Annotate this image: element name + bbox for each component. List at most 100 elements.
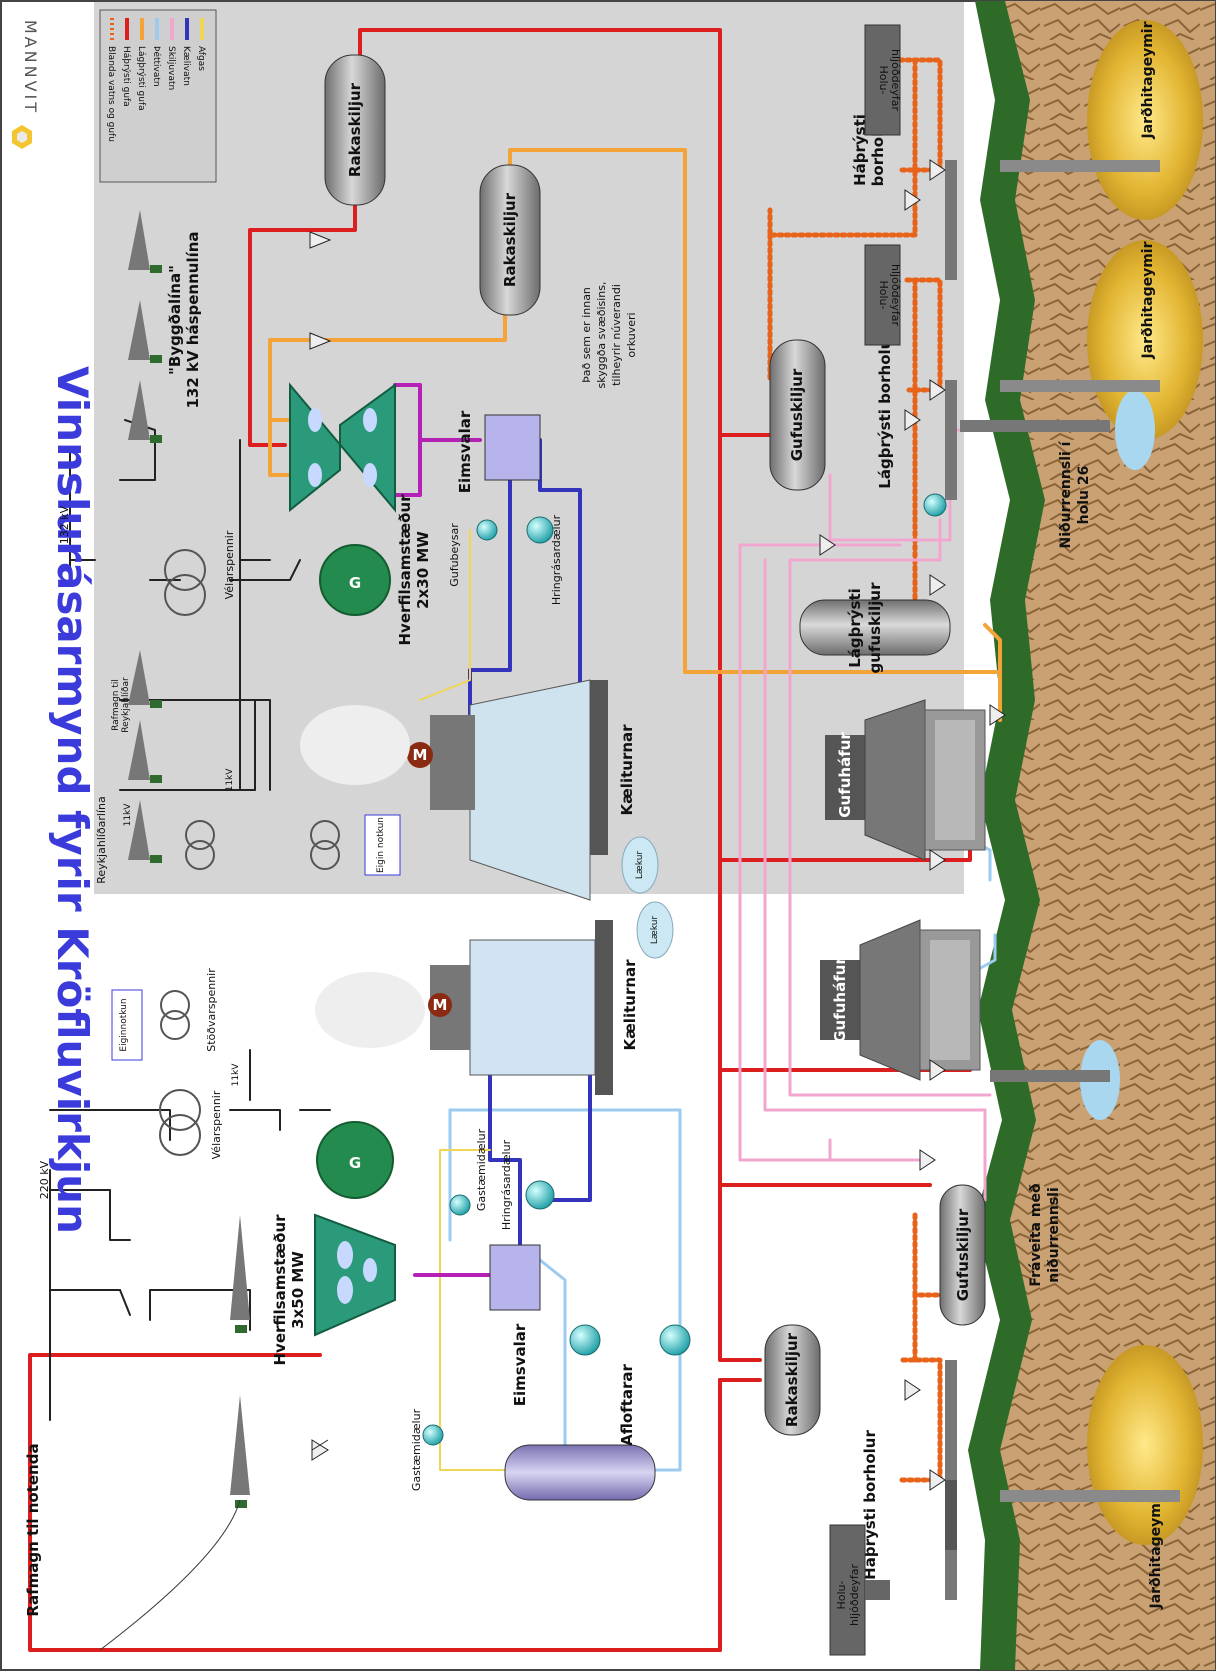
- silencer-label-1: Holu-: [835, 1580, 848, 1609]
- reservoir-label: Jarðhitageymir: [1140, 21, 1156, 139]
- turbine-a-name: Hverfilsamstæður: [271, 1214, 289, 1366]
- tower-icon: [128, 800, 162, 863]
- creek-b: Lækur: [621, 836, 659, 894]
- transformer-icon: [310, 840, 340, 870]
- moisture-sep-c: [764, 1324, 821, 1436]
- own-use-label: Eiginnotkun: [119, 998, 129, 1051]
- lp-separator-icon: [799, 599, 951, 656]
- cooling-basin: [590, 680, 608, 855]
- steam-ejector-icon: [476, 519, 498, 541]
- cooling-tower-a-icon: [469, 939, 596, 1076]
- legend-label: Háþrýsti gufa: [121, 46, 131, 107]
- vapour-plume: [315, 972, 425, 1048]
- valve-icon: [904, 409, 921, 431]
- mannvit-logo-icon: [12, 125, 32, 149]
- creek-a: Lækur: [636, 901, 674, 959]
- well-casing: [1000, 160, 1160, 172]
- generator-a-icon: [316, 1121, 394, 1199]
- steam-exhaust-b-icon: [864, 699, 926, 861]
- logo: MANNVIT: [12, 20, 40, 149]
- condenser-b-label: Eimsvalar: [456, 410, 474, 493]
- motor-icon: [407, 742, 433, 768]
- gas-pump-a1-label: Gastæmidælur: [475, 1128, 488, 1211]
- transformer-icon: [159, 1089, 201, 1131]
- valve-icon: [929, 1469, 946, 1491]
- steam-exhaust-a-label: Gufuháfur: [831, 957, 849, 1043]
- turbine-a: [314, 1213, 396, 1337]
- wellhead-pipe: [945, 380, 957, 500]
- lp-steam-pipes: [268, 148, 1002, 722]
- well-casing: [1000, 380, 1160, 392]
- reinjection-pipe: [990, 1070, 1110, 1082]
- wellhead-silencer-icon: [864, 24, 901, 136]
- note-line-1: Það sem er innan: [580, 287, 593, 383]
- power-to-reykjahlid-1: Rafmagn til: [111, 679, 121, 731]
- valve-icon: [311, 1439, 329, 1461]
- moisture-sep-b-icon: [479, 164, 541, 316]
- own-use-b-panel: [364, 814, 401, 876]
- transformer-icon: [159, 1114, 201, 1156]
- generator-b-icon: [319, 544, 391, 616]
- separator-a: [939, 1184, 986, 1326]
- power-to-reykjahlid-2: Reykjahlíðar: [121, 677, 131, 733]
- transformer-icon: [185, 840, 215, 870]
- note-line-4: orkuveri: [625, 312, 638, 357]
- well-casing: [1000, 1490, 1180, 1502]
- wellhead-silencer-left: Holu- hljóðdeyfar: [829, 1524, 890, 1656]
- condenser-a-icon: [489, 1244, 541, 1311]
- circ-pump-b-label: Hringrásardælur: [550, 514, 563, 605]
- reservoir-shape: [1087, 1345, 1203, 1545]
- separator-a-icon: [939, 1184, 986, 1326]
- gas-pump-icon: [422, 1424, 444, 1446]
- reinjection-label-1: Fráveita með: [1028, 1183, 1044, 1287]
- creek-icon: [636, 901, 674, 959]
- power-to-users-label: Rafmagn til notenda: [24, 1443, 42, 1616]
- page-title: Vinnslurásarmynd fyrir Kröfluvirkjun: [48, 366, 97, 1234]
- tower-icon: [230, 1395, 250, 1508]
- moisture-sep-c-label: Rakaskiljur: [783, 1332, 801, 1427]
- reservoir-label: Jarðhitageymir: [1148, 1491, 1164, 1609]
- legend-label: Kælivatn: [181, 46, 191, 86]
- transformer-b-label: Vélarspennir: [223, 530, 236, 599]
- silencer-label-1: Holu-: [877, 66, 890, 95]
- transformer-icon: [160, 1010, 190, 1040]
- turbine-b-name: Hverfilsamstæður: [396, 494, 414, 646]
- separator-a-label: Gufuskiljur: [954, 1208, 972, 1301]
- turbine-b: [289, 382, 396, 513]
- moisture-sep-c-icon: [764, 1324, 821, 1436]
- silencer-label-2: hljóðdeyfar: [889, 49, 902, 111]
- legend-label: Skiljuvatn: [166, 46, 176, 90]
- moisture-sep-b-label: Rakaskiljur: [501, 192, 519, 287]
- lp-wells-label: Lágþrýsti borholur: [876, 331, 894, 489]
- reinjection-label-2: niðurrennsli: [1046, 1187, 1062, 1283]
- degasser-icon: [504, 1444, 656, 1501]
- note-line-3: tilheyrir núverandi: [610, 284, 623, 386]
- circulation-pump-icon: [526, 516, 554, 544]
- valve-icon: [929, 1059, 946, 1081]
- turbine-a-mw: 3x50 MW: [289, 1251, 307, 1329]
- pipe-network: [28, 28, 1002, 1652]
- two-phase-pipes: [767, 57, 963, 1483]
- moisture-sep-a-icon: [324, 54, 386, 206]
- wellheads-right: [945, 160, 1180, 1502]
- brine-pump-icon: [923, 493, 947, 517]
- silencer-label-2: hljóðdeyfar: [848, 1564, 861, 1626]
- wellhead-silencer-icon: [829, 1524, 866, 1656]
- valve-icon: [919, 1149, 936, 1171]
- hp-steam-pipes: [28, 28, 972, 1652]
- kv11-b2-label: 11kV: [225, 768, 235, 792]
- kv11-a-label: 11kV: [231, 1063, 241, 1087]
- moisture-sep-a: [324, 54, 386, 206]
- station-transformer: [160, 990, 190, 1040]
- lp-separator-label-1: Lágþrýsti: [846, 588, 864, 668]
- cooling-tower-a-label: Kæliturnar: [621, 959, 639, 1051]
- legend-label: Þéttivatn: [151, 46, 162, 87]
- condensate-pump-icon: [659, 1324, 691, 1356]
- separator-b: [769, 339, 826, 491]
- legend-label: Lágþrýsti gufa: [136, 46, 146, 111]
- valve-icon: [989, 704, 1006, 726]
- valve-icon: [904, 189, 921, 211]
- separator-b-label: Gufuskiljur: [788, 368, 806, 461]
